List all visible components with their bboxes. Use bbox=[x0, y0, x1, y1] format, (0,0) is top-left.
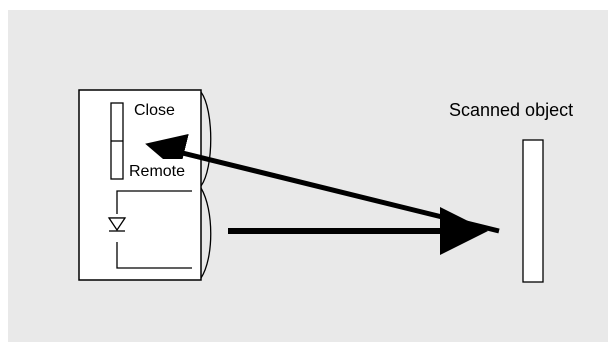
emitter-lens bbox=[200, 187, 212, 279]
remote-label: Remote bbox=[129, 163, 185, 180]
remote-label-bg bbox=[127, 159, 197, 181]
reflected-beam-arrow bbox=[145, 133, 500, 234]
scanned-object bbox=[522, 139, 544, 283]
sensor-housing bbox=[78, 89, 212, 281]
close-label-bg bbox=[132, 98, 184, 120]
receiver-lens bbox=[200, 91, 212, 187]
emitter-circuit bbox=[107, 190, 192, 269]
scanned-object-label: Scanned object bbox=[449, 100, 573, 120]
close-label: Close bbox=[134, 102, 175, 119]
sensor-body bbox=[78, 89, 202, 281]
photodiode-icon bbox=[107, 214, 127, 242]
